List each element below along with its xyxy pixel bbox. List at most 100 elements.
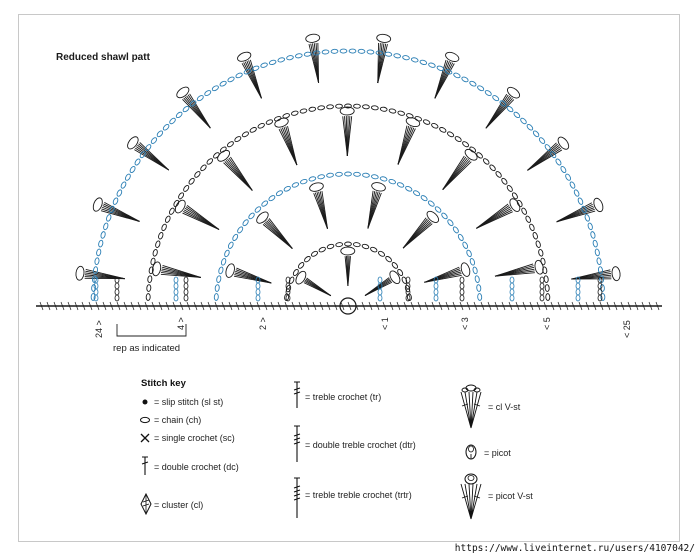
treble-treble-icon (293, 477, 301, 518)
edge-chain (459, 276, 465, 284)
foundation-tick (368, 301, 373, 311)
foundation-tick (655, 301, 660, 311)
foundation-tick (102, 301, 107, 311)
foundation-tick (67, 301, 72, 311)
foundation-tick (543, 301, 548, 311)
edge-chain (575, 276, 581, 284)
center-ring (339, 297, 357, 315)
chain-arc-group (90, 48, 606, 302)
foundation-tick (641, 301, 646, 311)
foundation-tick (228, 301, 233, 311)
fan-ring2 (476, 198, 521, 229)
fan-ring2 (174, 199, 220, 230)
foundation-tick (480, 301, 485, 311)
fan-ring3 (176, 86, 211, 129)
key-item-slip-stitch: = slip stitch (sl st) (154, 397, 224, 407)
foundation-tick (270, 301, 275, 311)
fan-ring3 (434, 51, 460, 99)
foundation-tick (291, 301, 296, 311)
foundation-tick (403, 301, 408, 311)
foundation-tick (564, 301, 569, 311)
foundation-tick (494, 301, 499, 311)
fan-ring0 (340, 246, 356, 287)
fan-ring3 (527, 136, 570, 171)
foundation-tick (445, 301, 450, 311)
foundation-tick (417, 301, 422, 311)
fan-ring3 (571, 266, 621, 282)
foundation-tick (60, 301, 65, 311)
foundation-tick (613, 301, 618, 311)
foundation-tick (277, 301, 282, 311)
foundation-tick (389, 301, 394, 311)
cluster-v-stitch-icon (460, 384, 482, 429)
fan-ring1 (402, 210, 440, 249)
foundation-tick (515, 301, 520, 311)
fan-ring1 (424, 262, 471, 283)
key-item-double-treble: = double treble crochet (dtr) (305, 440, 416, 450)
edge-chain (597, 276, 603, 284)
fan-ring3 (127, 136, 170, 171)
foundation-tick (214, 301, 219, 311)
foundation-tick (130, 301, 135, 311)
edge-chain (285, 276, 291, 284)
foundation-tick (109, 301, 114, 311)
foundation-tick (557, 301, 562, 311)
watermark-url[interactable]: https://www.liveinternet.ru/users/410704… (454, 543, 695, 554)
foundation-tick (95, 301, 100, 311)
chain-arc-3 (90, 48, 606, 301)
foundation-tick (312, 301, 317, 311)
fan-ring2 (339, 106, 355, 157)
foundation-tick (319, 301, 324, 311)
foundation-tick (221, 301, 226, 311)
diagram-frame (18, 14, 680, 542)
key-item-chain: = chain (ch) (154, 415, 202, 425)
foundation-tick (361, 301, 366, 311)
foundation-tick (39, 301, 44, 311)
fan-ring2 (274, 117, 298, 166)
foundation-tick (410, 301, 415, 311)
fan-ring3 (376, 33, 392, 84)
fan-ring2 (442, 148, 478, 190)
double-treble-icon (293, 425, 301, 462)
foundation-tick (599, 301, 604, 311)
foundation-tick (508, 301, 513, 311)
edge-chain (255, 276, 261, 284)
slip-stitch-icon (142, 399, 148, 405)
foundation-tick (340, 301, 345, 311)
single-crochet-icon (140, 433, 150, 443)
foundation-tick (137, 301, 142, 311)
foundation-row (36, 297, 662, 315)
edge-chain (509, 276, 515, 284)
foundation-tick (396, 301, 401, 311)
foundation-tick (648, 301, 653, 311)
rep-label: rep as indicated (113, 343, 181, 354)
fan-ring1 (225, 263, 272, 284)
fan-ring3 (92, 197, 140, 222)
foundation-tick (571, 301, 576, 311)
fan-ring3 (485, 86, 521, 129)
fan-ring2 (397, 117, 421, 165)
foundation-tick (606, 301, 611, 311)
key-item-treble-crochet: = treble crochet (tr) (305, 392, 382, 402)
key-item-double-crochet: = double crochet (dc) (154, 462, 239, 472)
foundation-tick (333, 301, 338, 311)
fan-ring2 (217, 149, 253, 191)
foundation-tick (459, 301, 464, 311)
foundation-tick (634, 301, 639, 311)
foundation-tick (53, 301, 58, 311)
foundation-tick (452, 301, 457, 311)
foundation-tick (242, 301, 247, 311)
foundation-tick (207, 301, 212, 311)
edge-chain (377, 276, 383, 284)
foundation-tick (200, 301, 205, 311)
edge-chain (173, 276, 179, 284)
foundation-tick (172, 301, 177, 311)
edge-chain (405, 276, 411, 284)
fan-ring2 (494, 259, 544, 277)
edge-chain (183, 276, 189, 284)
key-item-cluster: = cluster (cl) (154, 500, 204, 510)
chain-icon (140, 416, 150, 424)
edge-chain (539, 276, 545, 284)
fan-group (75, 33, 621, 297)
fan-ring1 (256, 211, 293, 249)
